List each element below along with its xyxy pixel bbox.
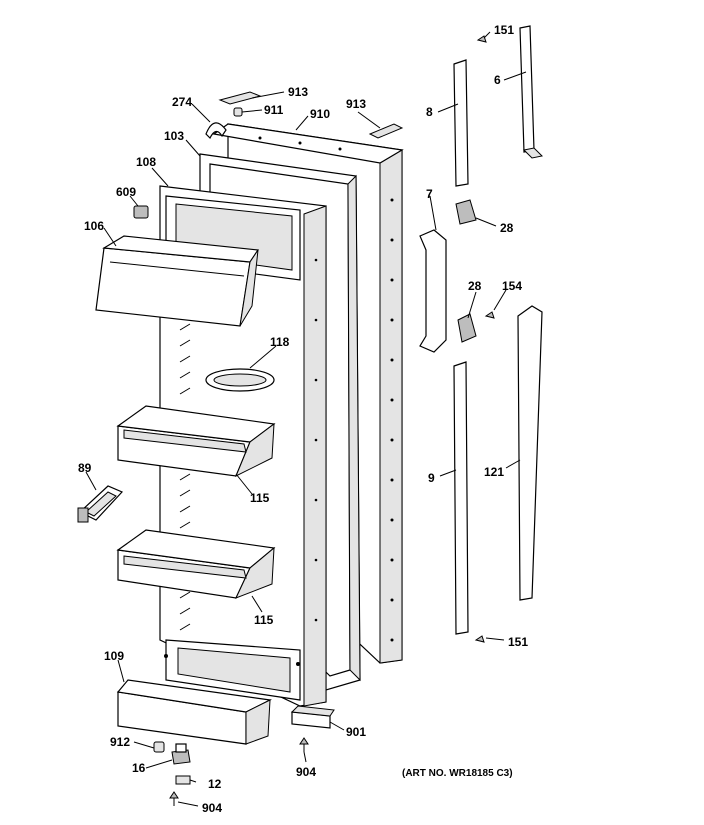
door-shelf-115-upper: [116, 405, 276, 478]
callout-121: 121: [484, 465, 504, 479]
trim-6: [519, 25, 544, 159]
callout-106: 106: [84, 219, 104, 233]
callout-609: 609: [116, 185, 136, 199]
callout-115-upper: 115: [250, 491, 270, 505]
callout-904-right: 904: [296, 765, 316, 779]
handle-7: [419, 229, 447, 353]
cam-901: [290, 705, 335, 729]
screw-151-bottom: [474, 635, 485, 643]
callout-28-upper: 28: [500, 221, 514, 235]
callout-109: 109: [104, 649, 124, 663]
callout-6: 6: [494, 73, 501, 87]
callout-913-right: 913: [346, 97, 366, 111]
callout-913-left: 913: [288, 85, 308, 99]
callout-8: 8: [426, 105, 433, 119]
dairy-compartment-106: [95, 235, 260, 327]
callout-910: 910: [310, 107, 330, 121]
handle-bracket-8: [453, 59, 469, 187]
callout-7: 7: [426, 187, 433, 201]
callout-912: 912: [110, 735, 130, 749]
handle-cap-28-lower: [457, 313, 477, 343]
screw-154: [484, 311, 495, 319]
art-number-caption: (ART NO. WR18185 C3): [402, 768, 513, 779]
callout-89: 89: [78, 461, 92, 475]
callout-28-lower: 28: [468, 279, 482, 293]
trim-121: [517, 305, 543, 601]
callout-115-lower: 115: [254, 613, 274, 627]
callout-118: 118: [270, 335, 290, 349]
callout-274: 274: [172, 95, 192, 109]
callout-911: 911: [264, 103, 284, 117]
handle-cap-28-upper: [455, 199, 477, 225]
callout-108: 108: [136, 155, 156, 169]
plug-913-right: [368, 123, 404, 139]
cam-12: [175, 775, 191, 785]
plug-912: [153, 741, 165, 753]
door-bin-109: [116, 679, 272, 745]
knob-609: [133, 205, 149, 219]
callout-12: 12: [208, 777, 222, 791]
screw-904-left: [169, 791, 179, 806]
leader-lines: [85, 31, 527, 807]
callout-154: 154: [502, 279, 522, 293]
badge-118: [205, 368, 275, 392]
door-shelf-115-lower: [116, 529, 276, 599]
clip-274: [205, 122, 227, 140]
callout-151-bottom: 151: [508, 635, 528, 649]
callout-151-top: 151: [494, 23, 514, 37]
callout-904-left: 904: [202, 801, 222, 815]
callout-103: 103: [164, 129, 184, 143]
handle-bracket-9: [453, 361, 469, 635]
callout-16: 16: [132, 761, 146, 775]
bracket-89: [77, 485, 124, 523]
callout-9: 9: [428, 471, 435, 485]
cam-16: [171, 743, 191, 765]
plug-911: [233, 107, 243, 117]
screw-904-right: [299, 737, 309, 752]
callout-901: 901: [346, 725, 366, 739]
